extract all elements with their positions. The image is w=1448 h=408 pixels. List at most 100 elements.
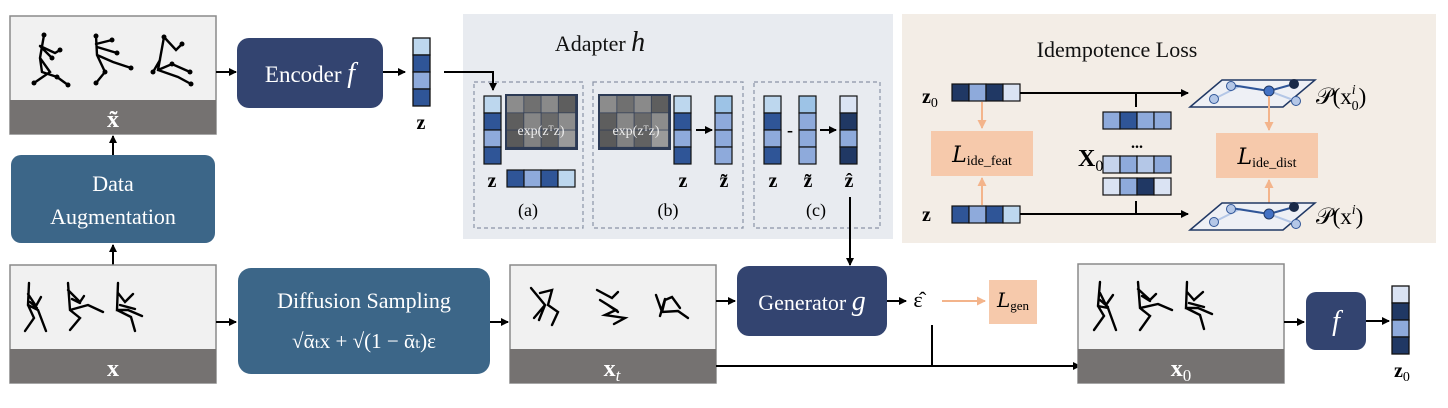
generator-label: Generator bbox=[758, 290, 851, 315]
z0-label: z bbox=[1394, 360, 1403, 382]
adapter-b-ztilde-vector bbox=[714, 95, 733, 165]
matrix-cell bbox=[541, 96, 558, 113]
matrix-cell bbox=[651, 96, 669, 113]
X0-ellipsis: ... bbox=[1131, 135, 1143, 152]
svg-text:Lide_feat: Lide_feat bbox=[951, 143, 1012, 169]
X0-vector-1 bbox=[1102, 111, 1172, 130]
X0-label: X bbox=[1078, 146, 1096, 172]
x-tilde-label: x̃ bbox=[107, 107, 119, 133]
svg-text:Lgen: Lgen bbox=[996, 288, 1030, 313]
matrix-cell bbox=[634, 130, 651, 147]
idem-z0-sub: 0 bbox=[931, 96, 938, 111]
generator-symbol: g bbox=[852, 286, 866, 317]
z-label: z bbox=[417, 112, 426, 134]
distribution-plane-bottom bbox=[1187, 202, 1318, 231]
matrix-cell bbox=[507, 96, 524, 113]
adapter-section-a bbox=[473, 81, 584, 229]
z0-sub: 0 bbox=[1403, 370, 1410, 385]
x-label: x bbox=[107, 356, 119, 382]
loss-gen-symbol: L bbox=[996, 288, 1010, 312]
adapter-a-z: z bbox=[488, 170, 497, 192]
matrix-cell bbox=[600, 96, 617, 113]
adapter-c-z: z bbox=[769, 170, 778, 192]
x-t-label: x bbox=[604, 356, 616, 382]
X0-sub: 0 bbox=[1095, 158, 1103, 175]
matrix-cell bbox=[651, 113, 669, 130]
z-vector bbox=[412, 37, 431, 107]
p-top-sub: 0 bbox=[1352, 99, 1359, 114]
X0-vector-2 bbox=[1102, 155, 1172, 174]
skeleton-figures bbox=[1092, 280, 1214, 332]
adapter-c-z-vector bbox=[763, 95, 782, 165]
idempotence-title: Idempotence Loss bbox=[1037, 37, 1198, 62]
matrix-cell bbox=[524, 96, 541, 113]
matrix-cell bbox=[651, 130, 669, 147]
x-0-sub: 0 bbox=[1183, 366, 1192, 385]
skeleton-figures bbox=[23, 281, 144, 333]
data-augmentation-line2: Augmentation bbox=[50, 204, 176, 229]
svg-text:Adapter h: Adapter h bbox=[555, 27, 645, 58]
loss-feat-sub: ide_feat bbox=[967, 154, 1012, 169]
f-symbol: f bbox=[1332, 306, 1343, 337]
adapter-a-z-vector bbox=[483, 95, 502, 165]
adapter-section-b bbox=[592, 81, 744, 229]
matrix-cell bbox=[507, 113, 524, 130]
x-t-sub: t bbox=[616, 366, 622, 385]
matrix-cell bbox=[524, 113, 541, 130]
noisy-skeleton-figures bbox=[529, 286, 690, 327]
diffusion-title: Diffusion Sampling bbox=[277, 288, 451, 313]
loss-dist-symbol: L bbox=[1237, 145, 1253, 170]
adapter-b-z-vector bbox=[673, 95, 692, 165]
loss-dist-sub: ide_dist bbox=[1252, 156, 1296, 171]
p-bottom-sup: i bbox=[1352, 203, 1356, 218]
adapter-c-zhat: ẑ bbox=[845, 170, 854, 192]
loss-dist-box bbox=[1216, 133, 1318, 178]
svg-text:𝒫(xi0): 𝒫(xi0) bbox=[1316, 83, 1366, 114]
matrix-label-b: exp(zᵀz) bbox=[612, 124, 659, 139]
svg-text:x0: x0 bbox=[1171, 356, 1192, 385]
matrix-cell bbox=[617, 130, 634, 147]
matrix-label-a: exp(zᵀz) bbox=[517, 124, 564, 139]
adapter-b-z: z bbox=[679, 170, 688, 192]
matrix-cell bbox=[507, 130, 524, 147]
x-tilde-panel: x̃ bbox=[9, 15, 217, 135]
loss-gen-box bbox=[989, 280, 1037, 324]
z0-vector bbox=[1391, 285, 1410, 355]
distribution-plane-top bbox=[1187, 79, 1318, 108]
matrix-cell bbox=[634, 113, 651, 130]
data-augmentation-box: Data Augmentation bbox=[11, 155, 215, 243]
matrix-cell bbox=[634, 96, 651, 113]
matrix-cell bbox=[558, 96, 576, 113]
p-top-sup: i bbox=[1352, 83, 1356, 98]
x-t-panel: xt bbox=[509, 264, 717, 385]
x-0-panel: x0 bbox=[1077, 263, 1285, 385]
svg-text:Encoder f: Encoder f bbox=[265, 58, 358, 89]
p-top-close: ) bbox=[1359, 84, 1367, 109]
diffusion-formula: √ᾱₜx + √(1 − ᾱₜ)ε bbox=[292, 329, 436, 353]
epsilon-hat-label: ε̂ bbox=[913, 287, 926, 312]
adapter-title: Adapter bbox=[555, 31, 631, 56]
adapter-c-ztilde-vector bbox=[798, 95, 817, 165]
svg-text:z0: z0 bbox=[1394, 360, 1410, 385]
svg-text:X0: X0 bbox=[1078, 146, 1103, 175]
similarity-matrix-b bbox=[598, 94, 671, 150]
svg-text:z: z bbox=[922, 204, 931, 226]
matrix-cell bbox=[541, 113, 558, 130]
encoder-box: Encoder f bbox=[237, 38, 383, 108]
similarity-matrix-a bbox=[505, 94, 578, 150]
diffusion-sampling-box: Diffusion Sampling √ᾱₜx + √(1 − ᾱₜ)ε bbox=[238, 268, 490, 374]
idem-z0-label: z bbox=[922, 86, 931, 108]
minus-sign: - bbox=[787, 120, 793, 140]
data-augmentation-line1: Data bbox=[92, 171, 134, 196]
svg-text:Lide_dist: Lide_dist bbox=[1237, 145, 1297, 171]
idem-z-vector bbox=[951, 205, 1021, 224]
matrix-cell bbox=[617, 113, 634, 130]
matrix-cell bbox=[600, 130, 617, 147]
adapter-section-c bbox=[753, 81, 881, 229]
matrix-cell bbox=[541, 130, 558, 147]
svg-text:Generator g: Generator g bbox=[758, 286, 865, 317]
p-bottom-close: ) bbox=[1356, 204, 1364, 229]
X0-vector-3 bbox=[1102, 177, 1172, 196]
encoder-symbol: f bbox=[347, 58, 358, 89]
